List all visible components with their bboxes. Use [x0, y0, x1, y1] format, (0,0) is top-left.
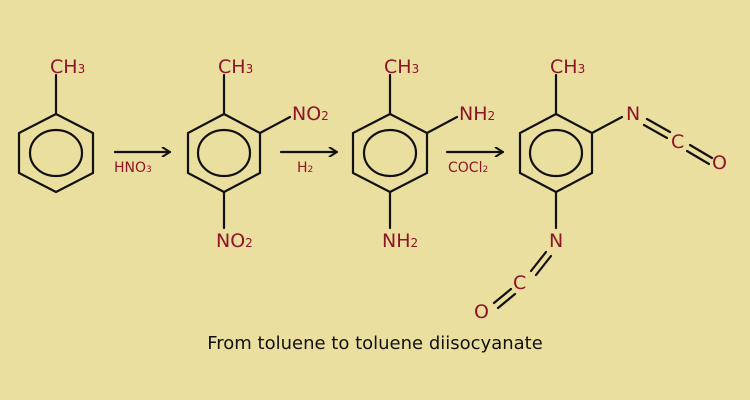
- methyl-label: CH3: [50, 56, 85, 78]
- nitro-label-4: NO2: [216, 230, 253, 252]
- amino-bond: [425, 115, 459, 135]
- diaminotoluene-molecule: CH3 NH2 NH2: [351, 56, 495, 252]
- nitro-bond: [258, 115, 292, 135]
- aromatic-circle: [196, 128, 252, 178]
- amino-label-2: NH2: [459, 103, 495, 125]
- double-bond: [645, 117, 672, 134]
- benzene-ring: [17, 112, 95, 194]
- reagent-cocl2: COCl2: [448, 160, 488, 176]
- isocyanate-n-label: N: [626, 103, 640, 125]
- double-bond: [688, 143, 714, 160]
- double-bond: [496, 292, 517, 310]
- aromatic-circle: [28, 128, 84, 178]
- toluene-molecule: CH3: [17, 56, 95, 194]
- methyl-label: CH3: [550, 56, 585, 78]
- toluene-diisocyanate-molecule: CH3 N C O N C O: [474, 56, 727, 323]
- double-bond: [642, 123, 669, 140]
- double-bond: [492, 287, 513, 305]
- isocyanate-o-label: O: [474, 301, 489, 323]
- nitro-label-2: NO2: [292, 103, 329, 125]
- isocyanate-bond: [590, 115, 624, 135]
- isocyanate-c-label: C: [513, 272, 526, 294]
- isocyanate-c-label: C: [671, 131, 684, 153]
- reagent-hno3: HNO3: [114, 160, 152, 176]
- double-bond: [534, 254, 553, 277]
- methyl-label: CH3: [218, 56, 253, 78]
- aromatic-circle: [362, 128, 418, 178]
- amino-label-4: NH2: [382, 230, 418, 252]
- reagent-h2: H2: [297, 160, 313, 176]
- dinitrotoluene-molecule: CH3 NO2 NO2: [186, 56, 329, 252]
- isocyanate-n-label: N: [549, 230, 563, 252]
- double-bond: [685, 149, 711, 166]
- aromatic-circle: [528, 128, 584, 178]
- methyl-label: CH3: [384, 56, 419, 78]
- caption: From toluene to toluene diisocyanate: [207, 333, 543, 354]
- isocyanate-o-label: O: [712, 152, 727, 174]
- double-bond: [529, 250, 548, 273]
